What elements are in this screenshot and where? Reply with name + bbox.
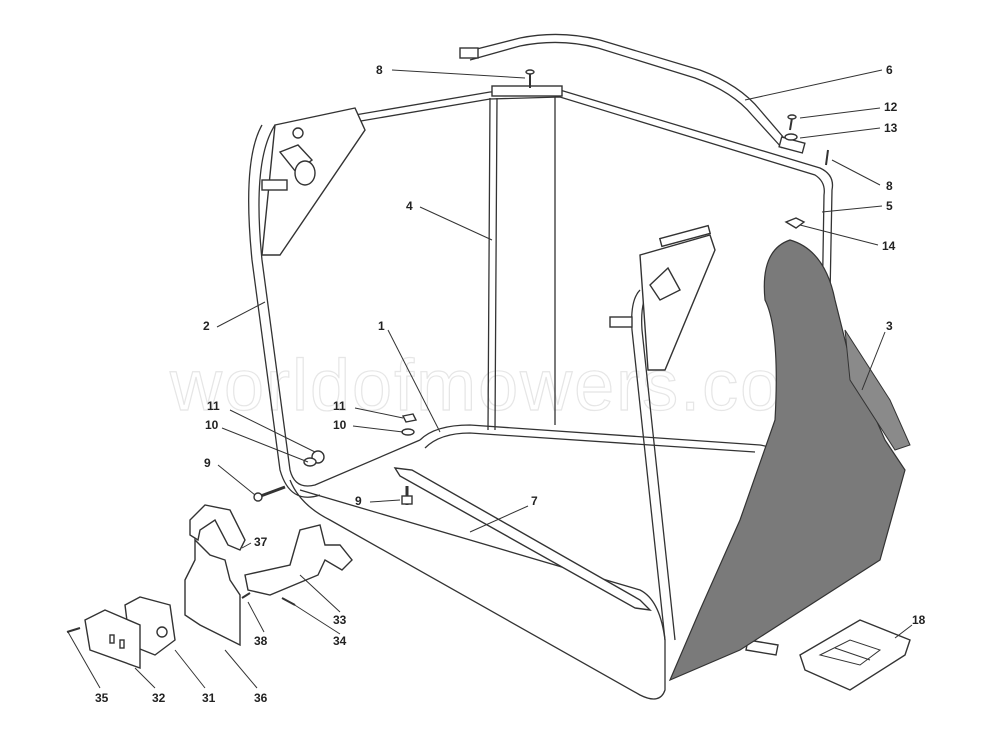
left-side-plate: [261, 107, 366, 256]
callout-1: 1: [378, 319, 385, 333]
pin: [261, 179, 288, 191]
cover-slot: [109, 634, 115, 644]
callout-6: 6: [886, 63, 893, 77]
callout-38: 38: [254, 634, 268, 648]
callout-33: 33: [333, 613, 347, 627]
callout-9: 9: [204, 456, 211, 470]
base-strap: [393, 467, 652, 611]
rear-rod: [487, 97, 556, 431]
callout-10: 10: [205, 418, 219, 432]
washer-10b: [401, 428, 415, 436]
callout-3: 3: [886, 319, 893, 333]
nut-11b: [401, 413, 418, 423]
bag-flap: [844, 329, 911, 451]
hole: [292, 127, 304, 139]
callout-4: 4: [406, 199, 413, 213]
callout-11: 11: [333, 399, 346, 413]
callout-9: 9: [355, 494, 362, 508]
collector-bag: [668, 239, 906, 682]
callout-31: 31: [202, 691, 216, 705]
right-side-plate: [639, 234, 716, 371]
callout-12: 12: [884, 100, 898, 114]
callout-2: 2: [203, 319, 210, 333]
callout-18: 18: [912, 613, 926, 627]
screw-8: [825, 149, 829, 166]
callout-34: 34: [333, 634, 347, 648]
handle-bracket: [459, 47, 479, 59]
callout-10: 10: [333, 418, 347, 432]
knob-cap: [294, 160, 316, 186]
screw-38: [241, 592, 251, 599]
strap-end: [745, 639, 779, 656]
callout-37: 37: [254, 535, 268, 549]
left-frame-tube: [248, 124, 666, 700]
leader-lines: [67, 69, 913, 689]
top-plate: [491, 85, 563, 97]
bolt-9a: [253, 485, 286, 502]
callout-35: 35: [95, 691, 109, 705]
bolt-12: [787, 114, 797, 131]
washer-10: [303, 457, 317, 467]
callout-8: 8: [376, 63, 383, 77]
washer-13: [784, 133, 798, 141]
rod: [658, 224, 712, 248]
nut-14: [784, 217, 806, 229]
watermark: worldofmowers.co.: [169, 346, 804, 426]
callout-13: 13: [884, 121, 898, 135]
callout-14: 14: [882, 239, 896, 253]
bracket-37: [189, 504, 246, 551]
bolt-9b: [401, 486, 413, 505]
handle-bar: [464, 33, 791, 149]
callout-7: 7: [531, 494, 538, 508]
knob: [649, 266, 681, 301]
pin: [609, 316, 633, 328]
lever-33: [244, 524, 353, 596]
housing-36: [184, 538, 241, 647]
switch-stud: [156, 626, 168, 638]
top-frame: [354, 89, 834, 561]
callout-36: 36: [254, 691, 268, 705]
callout-8: 8: [886, 179, 893, 193]
cover-slot: [119, 639, 125, 649]
callout-11: 11: [207, 399, 220, 413]
screw-35: [66, 627, 81, 633]
callout-32: 32: [152, 691, 166, 705]
parts-kit-contents: [818, 639, 882, 666]
callout-5: 5: [886, 199, 893, 213]
bolt-8-top: [525, 69, 535, 88]
